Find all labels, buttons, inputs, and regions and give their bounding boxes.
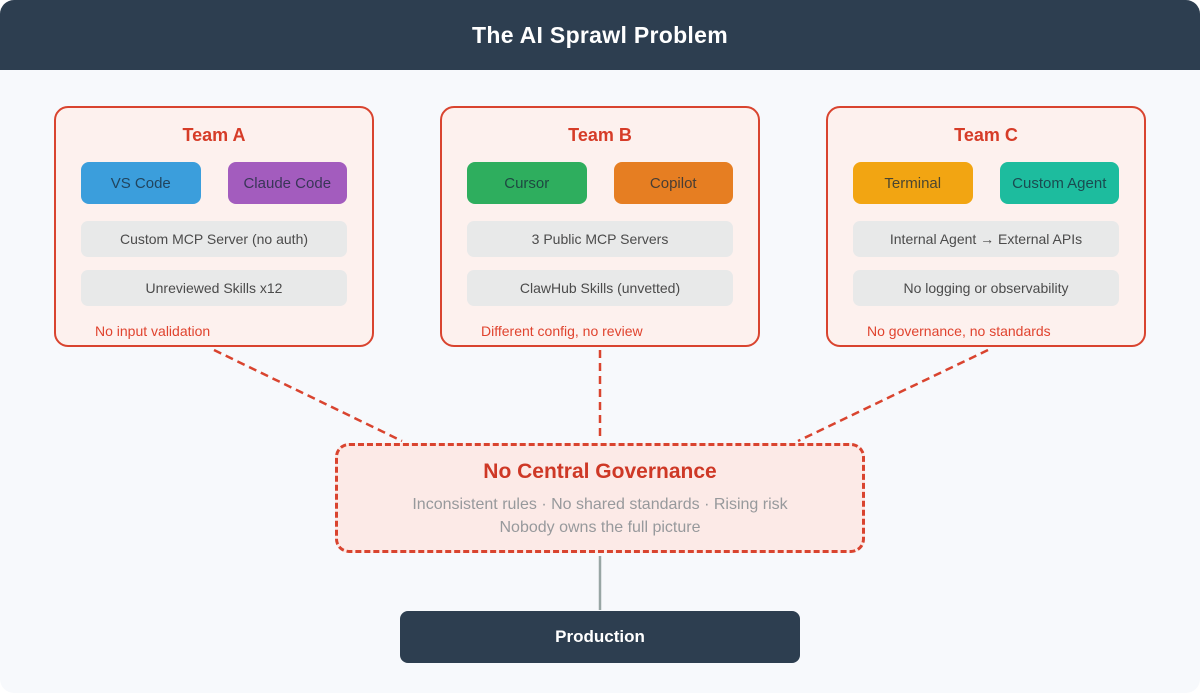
team-c-badges: Terminal Custom Agent bbox=[853, 162, 1119, 204]
team-item: Unreviewed Skills x12 bbox=[81, 270, 347, 306]
team-item: No logging or observability bbox=[853, 270, 1119, 306]
team-item: Custom MCP Server (no auth) bbox=[81, 221, 347, 257]
team-item: ClawHub Skills (unvetted) bbox=[467, 270, 733, 306]
team-a-title: Team A bbox=[182, 125, 246, 145]
team-b-card: Team B Cursor Copilot 3 Public MCP Serve… bbox=[440, 106, 760, 347]
governance-subtitle: Inconsistent rules · No shared standards… bbox=[338, 493, 862, 539]
team-c-title: Team C bbox=[954, 125, 1018, 145]
production-label: Production bbox=[555, 627, 645, 646]
governance-box: No Central Governance Inconsistent rules… bbox=[335, 443, 865, 553]
connector-team-a bbox=[213, 348, 403, 443]
team-item: 3 Public MCP Servers bbox=[467, 221, 733, 257]
team-risk-note: No input validation bbox=[95, 323, 211, 339]
governance-subtitle-line1: Inconsistent rules · No shared standards… bbox=[412, 496, 788, 513]
teams-row: Team A VS Code Claude Code Custom MCP Se… bbox=[54, 106, 1146, 347]
governance-subtitle-line2: Nobody owns the full picture bbox=[499, 519, 701, 536]
governance-title: No Central Governance bbox=[483, 460, 717, 483]
team-a-card: Team A VS Code Claude Code Custom MCP Se… bbox=[54, 106, 374, 347]
team-a-badges: VS Code Claude Code bbox=[81, 162, 347, 204]
badge-copilot: Copilot bbox=[613, 162, 733, 204]
badge-cursor: Cursor bbox=[467, 162, 587, 204]
page-title: The AI Sprawl Problem bbox=[472, 21, 728, 48]
connector-team-c bbox=[797, 348, 989, 443]
badge-terminal: Terminal bbox=[853, 162, 973, 204]
team-risk-note: Different config, no review bbox=[481, 323, 643, 339]
team-b-badges: Cursor Copilot bbox=[467, 162, 733, 204]
badge-vscode: VS Code bbox=[81, 162, 201, 204]
team-c-card: Team C Terminal Custom Agent Internal Ag… bbox=[826, 106, 1146, 347]
team-risk-note: No governance, no standards bbox=[867, 323, 1051, 339]
team-item: Internal Agent → External APIs bbox=[853, 221, 1119, 257]
team-b-title: Team B bbox=[568, 125, 632, 145]
badge-claude-code: Claude Code bbox=[227, 162, 347, 204]
header-bar: The AI Sprawl Problem bbox=[0, 0, 1200, 70]
production-box: Production bbox=[400, 611, 800, 663]
badge-custom-agent: Custom Agent bbox=[999, 162, 1119, 204]
